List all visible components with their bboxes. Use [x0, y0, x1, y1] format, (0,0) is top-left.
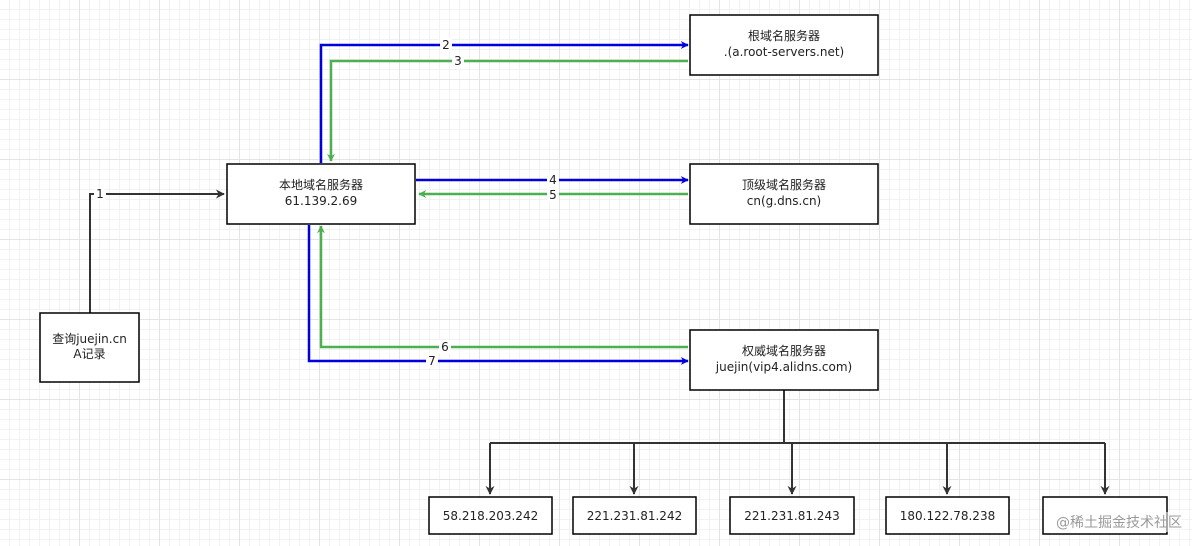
node-auth-line-1: 权威域名服务器 [742, 343, 826, 358]
edge-label-5: 5 [547, 188, 559, 202]
node-root-dns-server[interactable]: 根域名服务器 .(a.root-servers.net) [689, 14, 879, 76]
node-ip-2[interactable]: 221.231.81.242 [572, 496, 697, 535]
node-auth-line-2: juejin(vip4.alidns.com) [715, 360, 852, 374]
edge-label-2: 2 [440, 38, 452, 52]
svg-text:5: 5 [549, 188, 557, 202]
node-tld-line-1: 顶级域名服务器 [742, 177, 826, 192]
node-ip-4[interactable]: 180.122.78.238 [885, 496, 1010, 535]
node-query[interactable]: 查询juejin.cn A记录 [39, 312, 140, 383]
watermark: @稀土掘金技术社区 [1056, 512, 1182, 532]
node-local-dns-server[interactable]: 本地域名服务器 61.139.2.69 [226, 163, 416, 225]
node-query-line-1: 查询juejin.cn [52, 332, 127, 346]
node-ip-1-label: 58.218.203.242 [443, 509, 538, 523]
edge-7 [307, 225, 689, 365]
svg-text:4: 4 [549, 173, 557, 187]
node-root-line-2: .(a.root-servers.net) [724, 45, 844, 59]
node-query-line-2: A记录 [73, 347, 105, 361]
svg-text:1: 1 [96, 187, 104, 201]
edge-label-1: 1 [94, 187, 106, 201]
edge-label-7: 7 [426, 354, 438, 368]
edge-2 [319, 41, 689, 163]
node-local-line-2: 61.139.2.69 [285, 194, 358, 208]
node-tld-line-2: cn(g.dns.cn) [747, 194, 822, 208]
svg-text:2: 2 [442, 38, 450, 52]
node-authoritative-dns-server[interactable]: 权威域名服务器 juejin(vip4.alidns.com) [689, 329, 879, 391]
node-tld-dns-server[interactable]: 顶级域名服务器 cn(g.dns.cn) [689, 163, 879, 225]
node-local-line-1: 本地域名服务器 [279, 177, 363, 192]
svg-text:6: 6 [441, 340, 449, 354]
edge-label-6: 6 [439, 340, 451, 354]
edge-6 [317, 225, 688, 349]
node-ip-3[interactable]: 221.231.81.243 [729, 496, 855, 535]
svg-text:7: 7 [428, 354, 436, 368]
node-ip-2-label: 221.231.81.242 [587, 509, 682, 523]
edge-1 [89, 189, 225, 313]
edge-label-3: 3 [452, 54, 464, 68]
node-ip-1[interactable]: 58.218.203.242 [428, 496, 553, 535]
edge-3 [327, 59, 688, 162]
node-ip-4-label: 180.122.78.238 [900, 509, 995, 523]
edge-label-4: 4 [547, 173, 559, 187]
node-ip-3-label: 221.231.81.243 [744, 509, 839, 523]
node-root-line-1: 根域名服务器 [748, 28, 820, 43]
svg-text:3: 3 [454, 54, 462, 68]
